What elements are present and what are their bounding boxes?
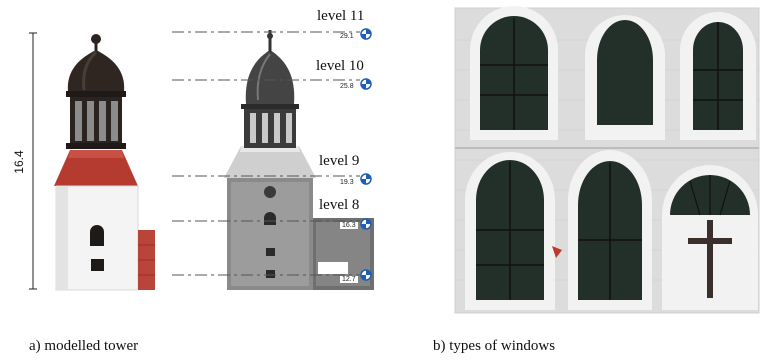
level-value: 16.3 [340, 222, 358, 229]
caption-modelled-tower: a) modelled tower [29, 338, 139, 354]
level-value: 25.8 [340, 83, 354, 90]
height-dimension-label: 16.4 [12, 150, 26, 174]
windows-panel [454, 6, 760, 314]
level-marker-icon [360, 28, 372, 281]
caption-types-of-windows: b) types of windows [433, 338, 556, 354]
level-label: level 11 [317, 8, 365, 24]
modelled-tower [29, 32, 155, 291]
level-label: level 10 [316, 58, 364, 74]
level-label: level 9 [319, 153, 360, 169]
level-value: 29.1 [340, 33, 354, 40]
level-value: 19.3 [340, 179, 354, 186]
level-label: level 8 [319, 197, 360, 213]
tower-photo [224, 30, 374, 290]
level-value: 12.7 [340, 276, 358, 283]
level-lines [172, 31, 360, 276]
cross-icon [688, 220, 732, 298]
